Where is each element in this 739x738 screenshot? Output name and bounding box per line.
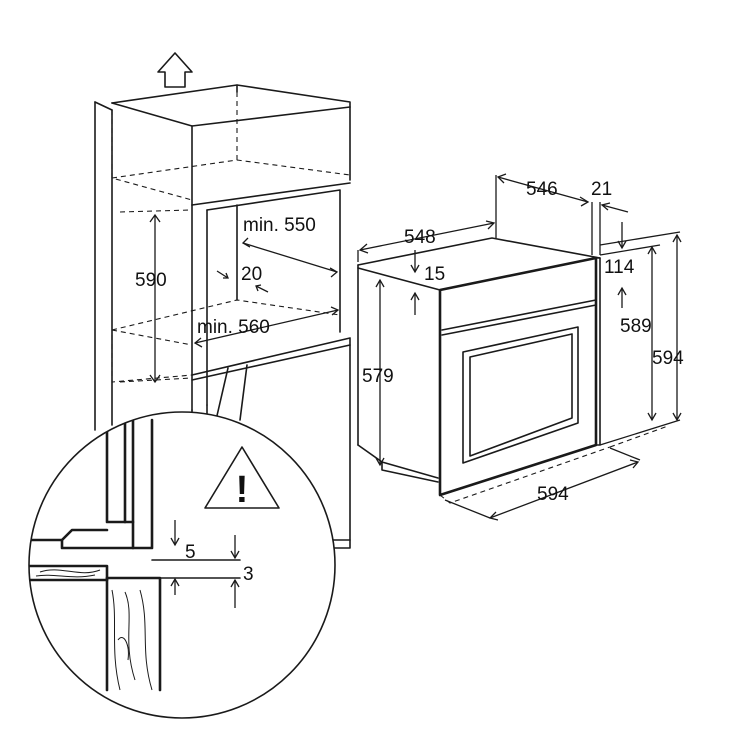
oven-width-label: 594	[537, 484, 569, 505]
cabinet-gap-label: 20	[241, 264, 262, 285]
warning-triangle-icon: !	[204, 446, 280, 511]
oven-top-offset-label: 15	[424, 264, 445, 285]
up-arrow-icon	[157, 52, 193, 88]
cabinet-dimensions	[149, 213, 340, 384]
oven-panel-depth-label: 21	[591, 179, 612, 200]
cabinet	[94, 84, 351, 549]
oven-total-height-label: 594	[652, 348, 684, 369]
oven-dimensions	[357, 173, 682, 521]
detail-gap-3-label: 3	[243, 564, 254, 585]
oven-depth-body-label: 546	[526, 179, 558, 200]
oven-front-panel-label: 114	[604, 257, 635, 278]
oven-front-height-label: 589	[620, 316, 652, 337]
oven-body-height-label: 579	[362, 366, 394, 387]
cabinet-min-depth-label: min. 550	[243, 215, 316, 236]
warning-symbol: !	[236, 469, 249, 511]
cabinet-height-label: 590	[135, 270, 167, 291]
oven	[357, 237, 669, 504]
cabinet-min-width-label: min. 560	[197, 317, 270, 338]
detail-magnifier	[28, 411, 336, 719]
oven-depth-total-label: 548	[404, 227, 436, 248]
detail-gap-5-label: 5	[185, 542, 196, 563]
